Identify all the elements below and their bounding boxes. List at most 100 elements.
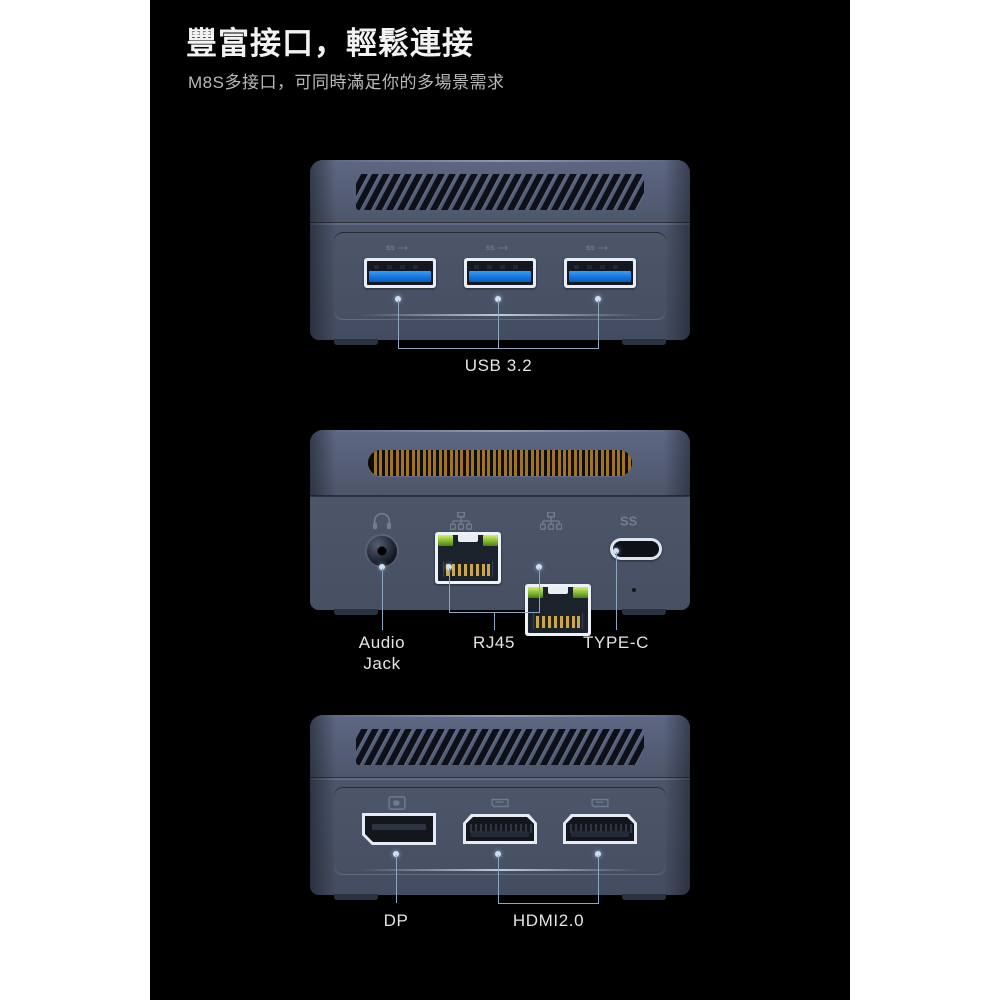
usb-c-port[interactable] [610,538,662,560]
vent-fin [530,450,534,476]
callout-bracket-usb [398,348,599,349]
device-video-top-highlight [324,715,676,717]
vent-fin [541,450,545,476]
rj45-port-2[interactable] [525,584,591,636]
superspeed-icon-1: SS [386,245,408,252]
callout-dot-audio [379,564,385,570]
vent-fin [557,450,561,476]
vent-fin [552,450,556,476]
vent-fin [411,450,415,476]
vent-fin [573,450,577,476]
page-title: 豐富接口，輕鬆連接 [186,26,474,61]
vent-pill-amber-icon [368,450,632,476]
plate-highlight-2 [360,869,640,871]
displayport-port[interactable] [362,813,436,845]
callout-line-audio [382,568,383,630]
vent-fin [482,450,485,476]
network-icon-1 [450,512,472,530]
callout-line-hdmi-1 [498,855,499,903]
vent-fin [422,450,426,476]
callout-label-hdmi: HDMI2.0 [512,911,585,930]
hdmi-port-2-lip [571,831,629,837]
network-icon-2 [540,512,562,530]
callout-stem-rj45 [494,612,495,630]
usb-a-port-2[interactable] [464,258,536,288]
hdmi-port-2-pins [570,824,630,833]
callout-label-audio-jack: Audio Jack [332,632,432,674]
rj45-port-1-led-right [483,535,498,546]
usb-c-port-interior [613,541,659,557]
displayport-icon [388,796,406,810]
vent-diagonal-icon-2 [356,729,644,765]
device-rear-foot-right [622,609,666,615]
vent-fin [465,450,469,476]
callout-line-dp [396,855,397,903]
vent-fin [627,450,631,476]
callout-dot-rj45-1 [446,564,452,570]
callout-dot-dp [393,851,399,857]
vent-fin [606,450,610,476]
usb-a-port-3-interior [567,261,633,285]
superspeed-icon-2: SS [486,245,508,252]
device-video-port-plate [334,787,666,875]
svg-text:SS: SS [620,513,638,528]
device-usb: SS SS [310,160,690,345]
callout-line-usb-1 [398,300,399,348]
callout-label-typec: TYPE-C [583,633,649,652]
vent-fin [417,450,421,476]
vent-fin [390,450,394,476]
svg-text:SS: SS [386,245,395,252]
callout-bracket-hdmi [498,903,599,904]
superspeed-icon-typec: SS [620,513,638,528]
usb-a-port-1[interactable] [364,258,436,288]
audio-jack-port[interactable] [367,536,397,566]
vent-fin [568,450,572,476]
callout-line-usb-2 [498,300,499,348]
hdmi-port-1[interactable] [463,814,537,844]
rj45-port-2-led-right [573,587,588,598]
device-usb-top-highlight [324,160,676,162]
reset-pinhole[interactable] [632,588,636,592]
rj45-port-2-interior [528,587,588,633]
device-rear-top-highlight [324,430,676,432]
callout-dot-usb-3 [595,296,601,302]
rj45-port-1-interior [438,535,498,581]
vent-fin [487,450,491,476]
callout-dot-hdmi-1 [495,851,501,857]
device-usb-foot-left [334,339,378,345]
callout-label-dp: DP [383,911,409,930]
rj45-port-1-led-left [438,535,453,546]
vent-diagonal-icon [356,174,644,210]
device-usb-foot-right [622,339,666,345]
vent-fin [384,450,388,476]
vent-fin [584,450,588,476]
usb-a-port-1-blue-insert [369,271,431,282]
vent-fin [476,450,480,476]
svg-text:SS: SS [586,245,595,252]
callout-dot-hdmi-2 [595,851,601,857]
vent-fin [509,450,512,476]
callout-line-usb-3 [598,300,599,348]
vent-fin [600,450,604,476]
vent-fin [595,450,599,476]
hdmi-port-2[interactable] [563,814,637,844]
device-rear-port-plate: SS [310,496,690,636]
usb-a-port-3[interactable] [564,258,636,288]
usb-a-port-2-blue-insert [469,271,531,282]
plate-highlight [360,314,640,316]
displayport-port-bar [372,824,426,830]
vent-fin [503,450,507,476]
vent-fin [563,450,566,476]
vent-fin [514,450,518,476]
vent-fin [455,450,458,476]
callout-dot-rj45-2 [536,564,542,570]
svg-text:SS: SS [486,245,495,252]
vent-fin [498,450,502,476]
rj45-port-1[interactable] [435,532,501,584]
vent-fin [433,450,437,476]
vent-fin [579,450,583,476]
device-usb-port-plate: SS SS [334,232,666,320]
callout-label-rj45: RJ45 [472,633,516,652]
vent-fin [519,450,523,476]
vent-fin [438,450,442,476]
